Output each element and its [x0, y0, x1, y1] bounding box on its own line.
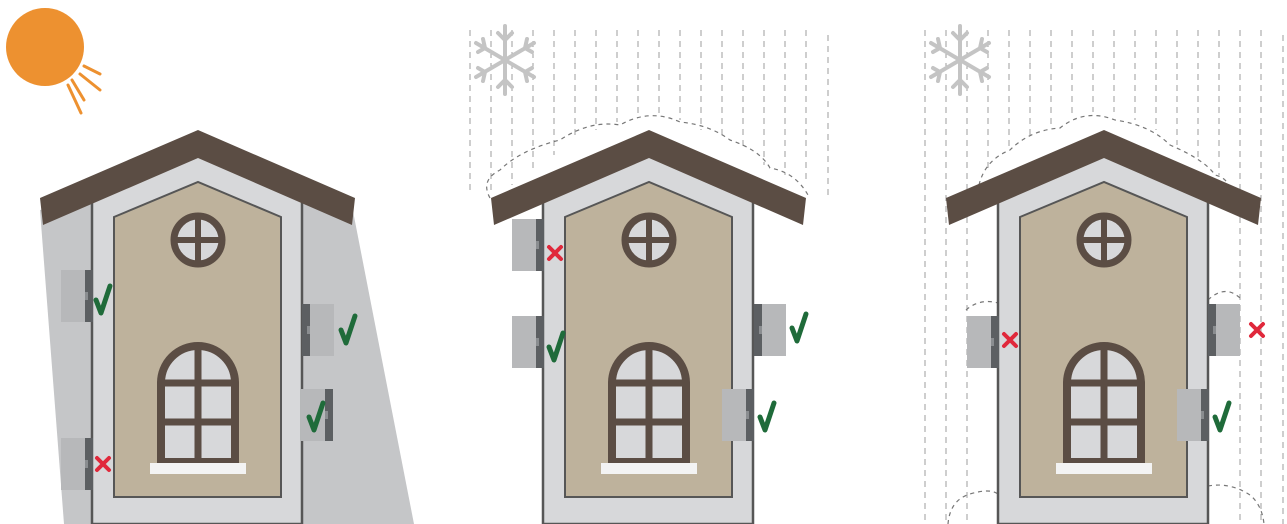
wall-unit [61, 270, 93, 322]
wall-unit [754, 304, 786, 356]
snow-outline [1208, 291, 1240, 300]
check-mark-icon [1215, 403, 1229, 430]
panel-snow [470, 26, 828, 524]
wall-unit [967, 316, 999, 368]
wall-unit [1208, 304, 1240, 356]
snow-outline [948, 491, 998, 524]
panel-sun [6, 8, 414, 524]
wall-unit [1177, 389, 1209, 441]
wall-unit [722, 389, 754, 441]
sun-icon [6, 8, 100, 113]
panel-snow-drift [925, 26, 1283, 524]
snow-outline [1208, 485, 1264, 524]
snowflake-icon [476, 26, 534, 94]
check-mark-icon [792, 314, 806, 341]
check-mark-icon [760, 403, 774, 430]
snowflake-icon [931, 26, 989, 94]
wall-unit [302, 304, 334, 356]
wall-unit [61, 438, 93, 490]
wall-unit [512, 316, 544, 368]
snow-outline [966, 302, 998, 310]
wall-unit [512, 219, 544, 271]
shadow-area [302, 200, 414, 524]
